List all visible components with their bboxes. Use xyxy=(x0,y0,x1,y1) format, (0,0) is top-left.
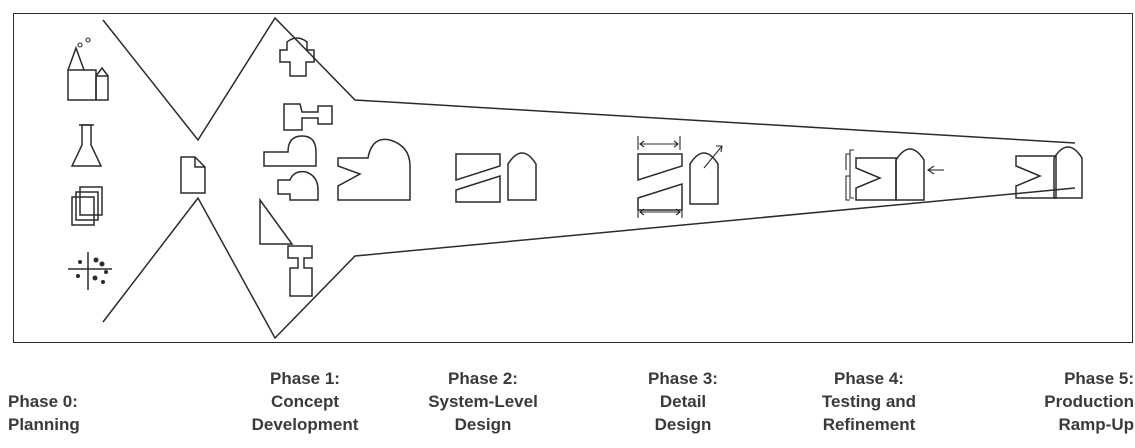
scatter-plot-icon xyxy=(68,252,112,290)
production-parts-icon xyxy=(1015,146,1083,199)
factory-icon xyxy=(67,37,109,101)
concept-sketch-icon xyxy=(337,138,411,201)
phase-3-label: Phase 3: Detail Design xyxy=(648,369,718,434)
system-parts-icon xyxy=(455,152,537,203)
detail-parts-icon xyxy=(637,136,723,218)
flask-icon xyxy=(70,124,103,167)
concept-sketch-icon xyxy=(259,37,333,297)
tested-parts-icon xyxy=(845,148,944,201)
phase-0-label: Phase 0: Planning xyxy=(8,392,80,434)
document-stack-icon xyxy=(71,186,103,226)
diagram-frame xyxy=(13,13,1133,343)
phase-2-label: Phase 2: System-Level Design xyxy=(428,369,538,434)
phase-1-label: Phase 1: Concept Development xyxy=(251,369,359,434)
phase-5-label: Phase 5: Production Ramp-Up xyxy=(1044,369,1134,434)
phase-4-label: Phase 4: Testing and Refinement xyxy=(821,369,917,434)
funnel-outline xyxy=(102,16,1076,340)
document-icon xyxy=(180,156,206,194)
